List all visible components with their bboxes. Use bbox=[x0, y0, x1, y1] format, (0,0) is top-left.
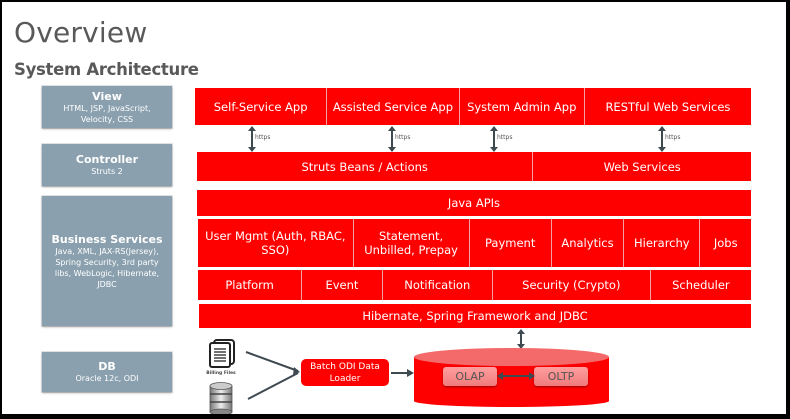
layer-detail: Oracle 12c, ODI bbox=[75, 374, 139, 383]
connector-lines bbox=[245, 351, 300, 400]
arrow-right-icon bbox=[391, 369, 414, 377]
layer-detail: HTML, JSP, JavaScript, Velocity, CSS bbox=[63, 103, 151, 124]
oltp-box: OLTP bbox=[534, 367, 588, 386]
java-apis-bar: Java APIs bbox=[197, 190, 751, 216]
layer-controller: Controller Struts 2 bbox=[42, 144, 172, 186]
service-hierarchy: Hierarchy bbox=[624, 219, 701, 267]
page-title: Overview bbox=[14, 16, 148, 49]
https-label: https bbox=[395, 134, 411, 141]
platform-platform: Platform bbox=[198, 270, 303, 300]
view-restful-web-services: RESTful Web Services bbox=[584, 88, 751, 125]
view-self-service-app: Self-Service App bbox=[195, 88, 328, 125]
https-label: https bbox=[255, 134, 271, 141]
view-system-admin-app: System Admin App bbox=[459, 88, 585, 125]
slide: Overview System Architecture View HTML, … bbox=[2, 2, 786, 414]
https-label: https bbox=[665, 134, 681, 141]
page-subtitle: System Architecture bbox=[14, 60, 199, 79]
layer-title: Controller bbox=[75, 153, 139, 166]
service-user-mgmt: User Mgmt (Auth, RBAC, SSO) bbox=[198, 219, 354, 267]
platform-scheduler: Scheduler bbox=[650, 270, 751, 300]
platform-notification: Notification bbox=[382, 270, 493, 300]
billing-files-label: Billing Files bbox=[206, 371, 236, 376]
service-analytics: Analytics bbox=[551, 219, 625, 267]
view-row: Self-Service App Assisted Service App Sy… bbox=[195, 88, 751, 125]
service-jobs: Jobs bbox=[700, 219, 751, 267]
view-assisted-service-app: Assisted Service App bbox=[327, 88, 460, 125]
services-row: User Mgmt (Auth, RBAC, SSO) Statement, U… bbox=[198, 219, 751, 267]
https-arrow-icon bbox=[658, 126, 666, 152]
layer-detail: Struts 2 bbox=[91, 167, 123, 176]
layer-title: View bbox=[92, 89, 122, 103]
service-payment: Payment bbox=[469, 219, 552, 267]
olap-box: OLAP bbox=[443, 367, 497, 386]
layer-title: Business Services bbox=[51, 232, 163, 246]
persistence-bar: Hibernate, Spring Framework and JDBC bbox=[199, 304, 751, 328]
database-icon bbox=[209, 382, 233, 414]
db-arrow-icon bbox=[517, 329, 525, 349]
batch-odi-data-loader: Batch ODI Data Loader bbox=[301, 359, 389, 386]
layer-detail: Java, XML, JAX-RS(Jersey), Spring Securi… bbox=[54, 246, 160, 289]
layer-db: DB Oracle 12c, ODI bbox=[42, 352, 172, 392]
service-statement: Statement, Unbilled, Prepay bbox=[353, 219, 470, 267]
bidirectional-arrow-icon bbox=[497, 372, 535, 380]
layer-title: DB bbox=[98, 360, 116, 373]
platform-row: Platform Event Notification Security (Cr… bbox=[198, 270, 751, 300]
https-label: https bbox=[497, 134, 513, 141]
billing-files-icon bbox=[209, 339, 235, 368]
https-arrow-icon bbox=[248, 126, 256, 152]
controller-web-services: Web Services bbox=[533, 152, 751, 181]
platform-security: Security (Crypto) bbox=[492, 270, 651, 300]
controller-row: Struts Beans / Actions Web Services bbox=[197, 152, 751, 181]
layer-view: View HTML, JSP, JavaScript, Velocity, CS… bbox=[42, 86, 172, 128]
platform-event: Event bbox=[302, 270, 383, 300]
layer-business-services: Business Services Java, XML, JAX-RS(Jers… bbox=[42, 196, 172, 326]
https-arrow-icon bbox=[490, 126, 498, 152]
https-arrow-icon bbox=[388, 126, 396, 152]
controller-struts-beans-actions: Struts Beans / Actions bbox=[197, 152, 534, 181]
